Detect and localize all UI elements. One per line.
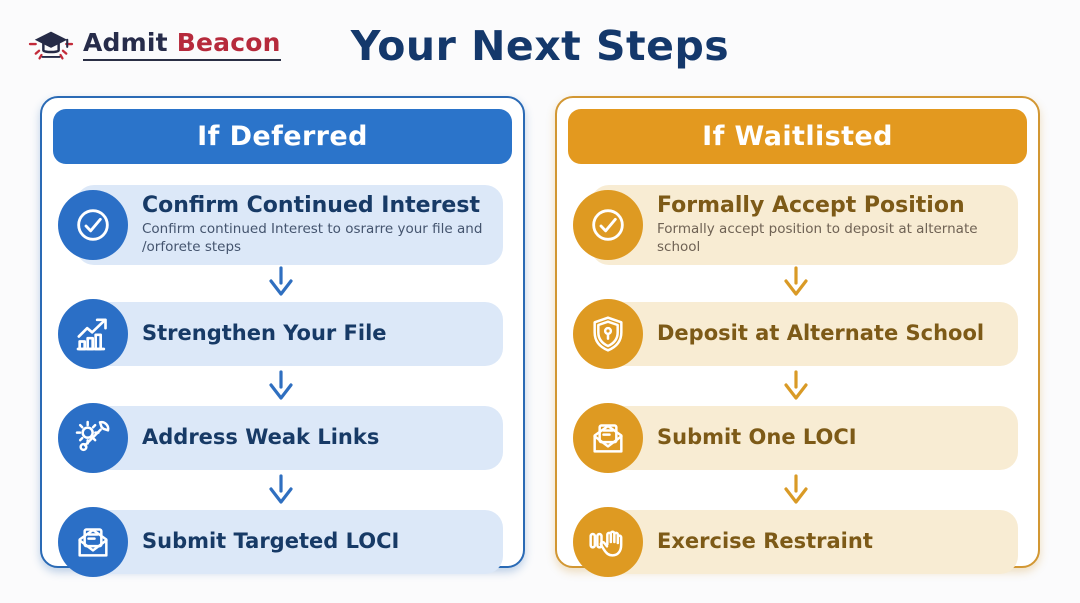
growth-chart-icon <box>58 299 128 369</box>
shield-lock-icon <box>573 299 643 369</box>
brand-name: Admit Beacon <box>83 30 281 61</box>
step-card: Formally Accept Position Formally accept… <box>591 185 1018 265</box>
step-submit-targeted-loci: Submit Targeted LOCI <box>58 507 503 577</box>
panel-waitlisted-header: If Waitlisted <box>568 109 1027 164</box>
hand-stop-icon <box>573 507 643 577</box>
graduation-cap-beacon-icon <box>28 24 74 66</box>
panel-waitlisted-steps: Formally Accept Position Formally accept… <box>557 175 1038 577</box>
step-subtitle: Formally accept position to deposit at a… <box>657 221 978 255</box>
panels-container: If Deferred Confirm Continued Interest C… <box>0 90 1080 577</box>
step-address-weak-links: Address Weak Links <box>58 403 503 473</box>
step-formally-accept-position: Formally Accept Position Formally accept… <box>573 185 1018 265</box>
panel-waitlisted: If Waitlisted Formally Accept Position F… <box>555 96 1040 577</box>
check-circle-icon <box>573 190 643 260</box>
step-submit-one-loci: Submit One LOCI <box>573 403 1018 473</box>
step-title: Submit Targeted LOCI <box>142 529 400 554</box>
step-exercise-restraint: Exercise Restraint <box>573 507 1018 577</box>
step-title: Confirm Continued Interest <box>142 192 480 218</box>
panel-deferred-header: If Deferred <box>53 109 512 164</box>
step-title: Submit One LOCI <box>657 425 857 450</box>
brand-word-beacon: Beacon <box>176 27 281 57</box>
step-card: Submit Targeted LOCI <box>76 510 503 574</box>
step-title: Address Weak Links <box>142 425 380 450</box>
panel-deferred: If Deferred Confirm Continued Interest C… <box>40 96 525 577</box>
gear-wrench-icon <box>58 403 128 473</box>
brand-word-admit: Admit <box>83 27 168 57</box>
down-arrow-icon <box>268 474 294 506</box>
step-card: Confirm Continued Interest Confirm conti… <box>76 185 503 265</box>
step-title: Strengthen Your File <box>142 321 387 346</box>
down-arrow-icon <box>783 266 809 298</box>
step-title: Exercise Restraint <box>657 529 873 554</box>
step-title: Deposit at Alternate School <box>657 321 985 346</box>
step-deposit-at-alternate-school: Deposit at Alternate School <box>573 299 1018 369</box>
step-confirm-continued-interest: Confirm Continued Interest Confirm conti… <box>58 185 503 265</box>
brand-logo: Admit Beacon <box>28 24 281 66</box>
step-card: Deposit at Alternate School <box>591 302 1018 366</box>
step-card: Submit One LOCI <box>591 406 1018 470</box>
check-circle-icon <box>58 190 128 260</box>
down-arrow-icon <box>783 474 809 506</box>
down-arrow-icon <box>783 370 809 402</box>
envelope-letter-icon <box>573 403 643 473</box>
step-card: Strengthen Your File <box>76 302 503 366</box>
step-subtitle: Confirm continued Interest to osrarre yo… <box>142 221 483 255</box>
step-strengthen-your-file: Strengthen Your File <box>58 299 503 369</box>
down-arrow-icon <box>268 370 294 402</box>
page-title: Your Next Steps <box>350 22 730 70</box>
step-card: Address Weak Links <box>76 406 503 470</box>
down-arrow-icon <box>268 266 294 298</box>
step-title: Formally Accept Position <box>657 192 965 218</box>
step-card: Exercise Restraint <box>591 510 1018 574</box>
panel-deferred-steps: Confirm Continued Interest Confirm conti… <box>42 175 523 577</box>
envelope-letter-icon <box>58 507 128 577</box>
top-bar: Admit Beacon Your Next Steps <box>0 0 1080 90</box>
